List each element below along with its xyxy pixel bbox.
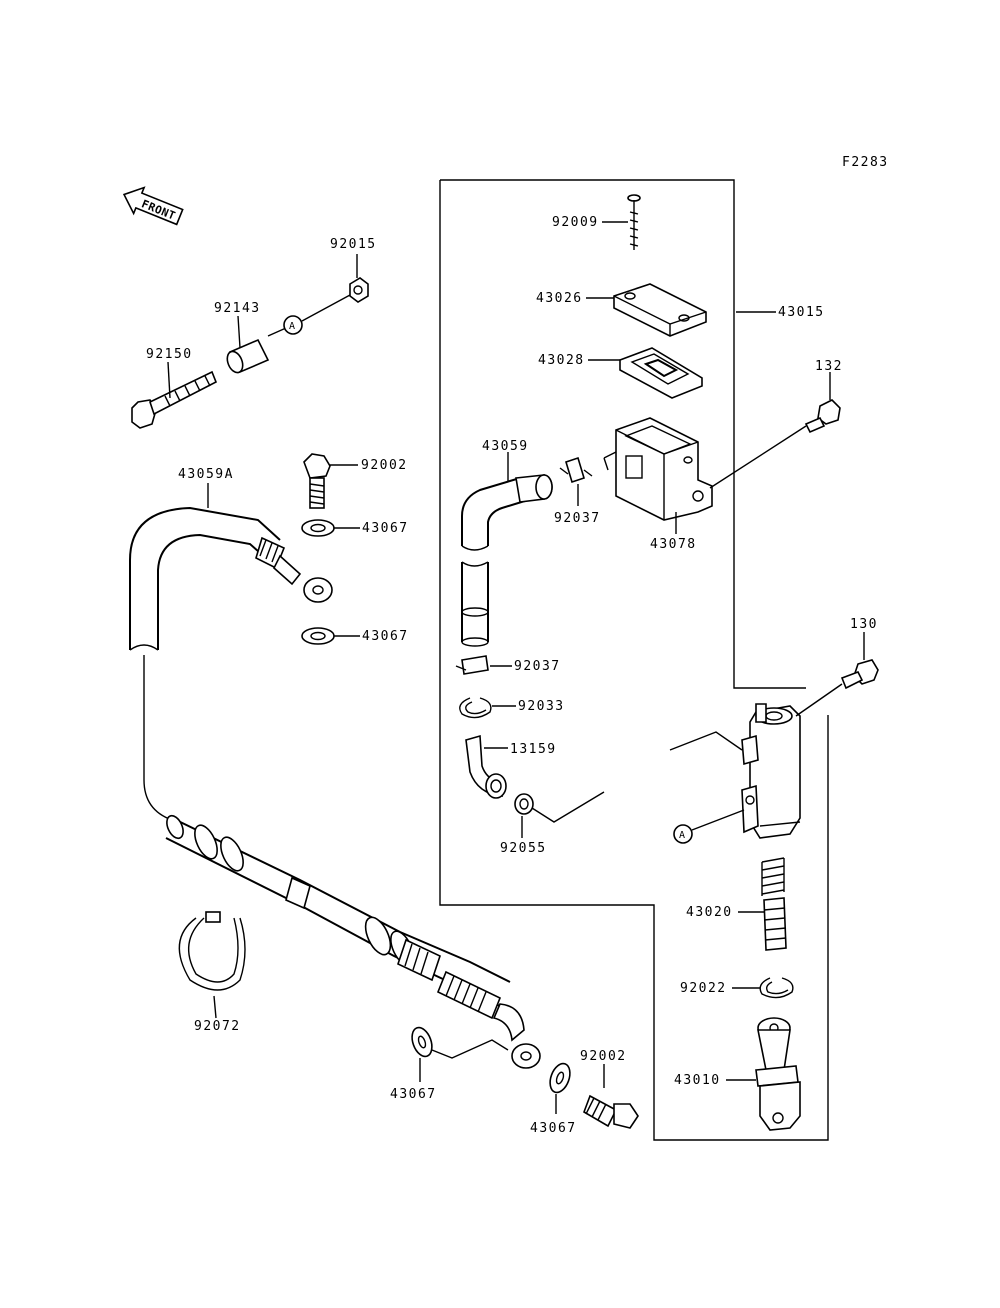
o-ring-92055 bbox=[514, 793, 534, 815]
part-130: 130 bbox=[850, 617, 878, 632]
ref-marker-a-lower-label: A bbox=[679, 830, 685, 841]
part-43067-d: 43067 bbox=[530, 1121, 577, 1136]
bolt-132 bbox=[804, 399, 841, 434]
part-92037-upper: 92037 bbox=[554, 511, 601, 526]
washer-43067-b bbox=[301, 627, 335, 645]
brake-hose-43059A bbox=[129, 506, 333, 651]
nut-92015 bbox=[349, 277, 369, 303]
part-92143: 92143 bbox=[214, 301, 261, 316]
collar-92143 bbox=[226, 338, 270, 374]
front-arrow-icon: FRONT bbox=[122, 186, 184, 226]
part-92037-lower: 92037 bbox=[514, 659, 561, 674]
brake-hose-lower bbox=[165, 814, 541, 1069]
sub-assembly-outline bbox=[440, 179, 806, 689]
hose-joint-13159 bbox=[465, 734, 507, 799]
banjo-bolt-92002-bottom bbox=[583, 1094, 639, 1129]
master-cylinder-body bbox=[741, 703, 801, 839]
part-43028: 43028 bbox=[538, 353, 585, 368]
banjo-bolt-92002-top bbox=[303, 453, 331, 509]
push-rod-43010 bbox=[755, 1017, 801, 1131]
diaphragm-43028 bbox=[619, 347, 703, 399]
part-43010: 43010 bbox=[674, 1073, 721, 1088]
figure-code: F2283 bbox=[842, 155, 889, 170]
part-43067-c: 43067 bbox=[390, 1087, 437, 1102]
bolt-130 bbox=[840, 659, 879, 690]
reservoir-body-43078 bbox=[603, 417, 713, 521]
part-92072: 92072 bbox=[194, 1019, 241, 1034]
reservoir-hose-43059 bbox=[461, 474, 553, 551]
part-43020: 43020 bbox=[686, 905, 733, 920]
part-43059: 43059 bbox=[482, 439, 529, 454]
part-43026: 43026 bbox=[536, 291, 583, 306]
reservoir-cap-43026 bbox=[613, 283, 707, 337]
bolt-92150 bbox=[131, 370, 218, 429]
part-13159: 13159 bbox=[510, 742, 557, 757]
clamp-92072 bbox=[178, 911, 246, 991]
part-132: 132 bbox=[815, 359, 843, 374]
part-92015: 92015 bbox=[330, 237, 377, 252]
screw-92009 bbox=[627, 194, 641, 250]
ref-marker-a-lower bbox=[673, 824, 693, 844]
part-43067-a: 43067 bbox=[362, 521, 409, 536]
part-43015: 43015 bbox=[778, 305, 825, 320]
clip-92037-lower bbox=[455, 655, 489, 675]
washer-43067-a bbox=[301, 519, 335, 537]
part-43078: 43078 bbox=[650, 537, 697, 552]
part-92002-bottom: 92002 bbox=[580, 1049, 627, 1064]
ref-marker-a-upper bbox=[283, 315, 303, 335]
washer-43067-d bbox=[549, 1062, 571, 1094]
circlip-92033 bbox=[459, 697, 492, 719]
part-92150: 92150 bbox=[146, 347, 193, 362]
part-92022: 92022 bbox=[680, 981, 727, 996]
ref-marker-a-upper-label: A bbox=[289, 321, 295, 332]
piston-spring-43020 bbox=[761, 857, 787, 951]
washer-43067-c bbox=[411, 1026, 433, 1058]
part-92033: 92033 bbox=[518, 699, 565, 714]
part-92009: 92009 bbox=[552, 215, 599, 230]
circlip-92022 bbox=[759, 977, 794, 999]
clip-92037-upper bbox=[559, 456, 593, 484]
part-43059A: 43059A bbox=[178, 467, 234, 482]
part-43067-b: 43067 bbox=[362, 629, 409, 644]
part-92055: 92055 bbox=[500, 841, 547, 856]
part-92002-top: 92002 bbox=[361, 458, 408, 473]
hose-section bbox=[461, 561, 489, 647]
